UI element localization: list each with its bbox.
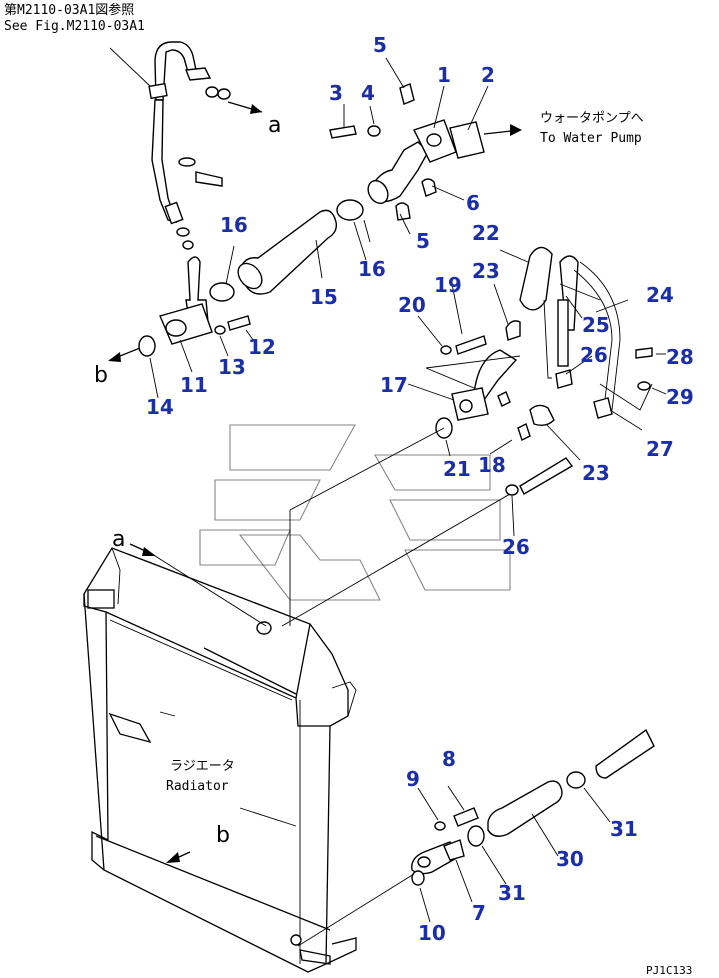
- callout-1: 1: [437, 63, 451, 87]
- callout-22: 22: [472, 221, 500, 245]
- callout-8: 8: [442, 747, 456, 771]
- callout-4: 4: [361, 81, 375, 105]
- letter-b-left: b: [94, 363, 108, 388]
- callout-13: 13: [218, 355, 246, 379]
- radiator: [83, 543, 357, 973]
- callout-21: 21: [443, 457, 471, 481]
- callout-6: 6: [466, 191, 480, 215]
- callout-31b: 31: [610, 817, 638, 841]
- callout-12: 12: [248, 335, 276, 359]
- callout-23b: 23: [582, 461, 610, 485]
- callout-9: 9: [406, 767, 420, 791]
- callout-15: 15: [310, 285, 338, 309]
- callout-24: 24: [646, 283, 674, 307]
- radiator-label-en: Radiator: [166, 779, 229, 794]
- letter-b-radiator: b: [216, 823, 230, 848]
- callout-leaders: [149, 57, 667, 923]
- callout-16a: 16: [220, 213, 248, 237]
- callout-25: 25: [582, 313, 610, 337]
- letter-a-top: a: [268, 113, 281, 138]
- callout-3: 3: [329, 81, 343, 105]
- upper-pipe-assembly: [109, 41, 263, 250]
- callout-2: 2: [481, 63, 495, 87]
- water-pump-label-en: To Water Pump: [540, 131, 642, 146]
- callout-14: 14: [146, 395, 174, 419]
- callout-7: 7: [472, 901, 486, 925]
- callout-10: 10: [418, 921, 446, 945]
- callout-26b: 26: [502, 535, 530, 559]
- part-15-hose: [209, 199, 364, 302]
- reference-note-en: See Fig.M2110-03A1: [4, 19, 145, 34]
- callout-28: 28: [666, 345, 694, 369]
- guide-lines: [281, 283, 601, 627]
- callout-5b: 5: [416, 229, 430, 253]
- watermark-logo: [199, 424, 511, 601]
- callout-5a: 5: [373, 33, 387, 57]
- callout-11: 11: [180, 373, 208, 397]
- callout-20: 20: [398, 293, 426, 317]
- part-11-flange-pipe: [108, 256, 251, 362]
- callout-31a: 31: [498, 881, 526, 905]
- water-pump-label-jp: ウォータポンプへ: [540, 111, 644, 126]
- bottom-fittings: [297, 728, 655, 947]
- callout-18: 18: [478, 453, 506, 477]
- callout-16b: 16: [358, 257, 386, 281]
- callout-29: 29: [666, 385, 694, 409]
- callout-27: 27: [646, 437, 674, 461]
- callout-19: 19: [434, 273, 462, 297]
- top-elbow-assembly: [329, 83, 522, 221]
- reference-note-jp: 第M2110-03A1図参照: [4, 2, 134, 18]
- callout-26a: 26: [580, 343, 608, 367]
- radiator-label-jp: ラジエータ: [170, 759, 235, 774]
- right-hose-assembly: [435, 246, 653, 496]
- callout-17: 17: [380, 373, 408, 397]
- drawing-code: PJ1C133: [646, 964, 692, 977]
- callout-23a: 23: [472, 259, 500, 283]
- callout-30: 30: [556, 847, 584, 871]
- callout-numbers: 1 2 3 4 5 5 6 7 8 9 10 11 12 13 14 15 16…: [146, 33, 694, 945]
- letter-a-radiator: a: [112, 527, 125, 552]
